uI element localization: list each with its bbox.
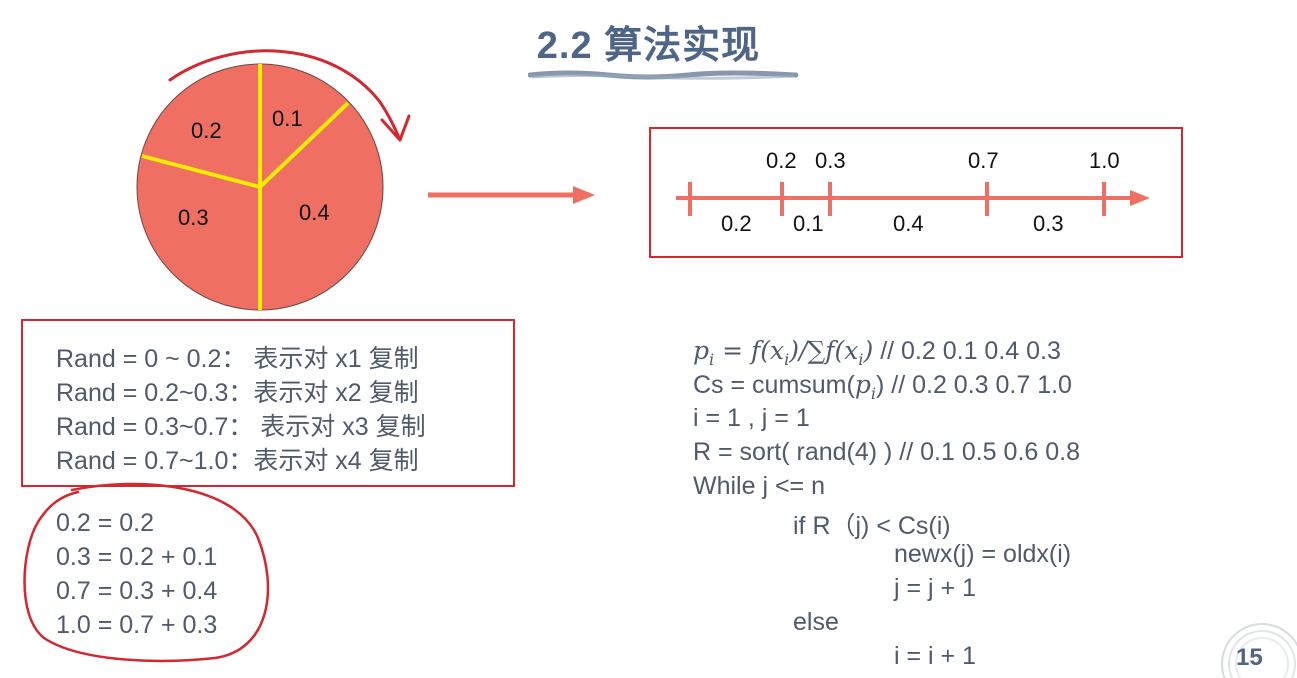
math-sub: i: [870, 384, 876, 403]
segment-label: 0.3: [1033, 211, 1064, 236]
math-sub: i: [858, 350, 864, 369]
code-line-inc-i: i = i + 1: [894, 642, 976, 670]
number-line: [676, 182, 1150, 216]
rotation-arrowhead: [380, 114, 411, 142]
rand-rule: Rand = 0 ~ 0.2： 表示对 x1 复制: [56, 345, 419, 373]
code-line-else: else: [793, 608, 839, 636]
cum-label: 0.2: [766, 148, 797, 173]
sum-row: 0.2 = 0.2: [56, 509, 154, 537]
math-div: )/∑f(x: [789, 336, 859, 365]
page-number: 15: [1236, 644, 1263, 671]
rand-rule: Rand = 0.3~0.7： 表示对 x3 复制: [56, 413, 426, 441]
pie-divider-left: [141, 154, 261, 189]
code-text: ) // 0.2 0.3 0.7 1.0: [875, 371, 1072, 399]
pie-divider-right: [258, 101, 350, 189]
code-line-rand: R = sort( rand(4) ) // 0.1 0.5 0.6 0.8: [693, 438, 1080, 466]
math-sub: i: [784, 350, 790, 369]
transform-arrow: [428, 186, 595, 204]
number-line-box: [649, 127, 1183, 258]
number-line-arrowhead: [1130, 190, 1150, 206]
segment-label: 0.1: [793, 211, 824, 236]
code-comment: // 0.2 0.1 0.4 0.3: [873, 337, 1061, 365]
sums-circle-outline: [23, 482, 270, 663]
code-line-inc-j: j = j + 1: [894, 574, 976, 602]
sum-row: 1.0 = 0.7 + 0.3: [56, 611, 218, 639]
title-underline: [528, 70, 798, 80]
math-sub: i: [709, 350, 715, 369]
pie-slice-label: 0.2: [191, 118, 222, 143]
code-line-assign: newx(j) = oldx(i): [894, 540, 1072, 568]
rotation-arrow: [168, 49, 402, 142]
code-line-cumsum: Cs = cumsum(pi) // 0.2 0.3 0.7 1.0: [693, 370, 1072, 403]
code-line-while: While j <= n: [693, 472, 826, 500]
segment-label: 0.2: [721, 211, 752, 236]
cum-label: 1.0: [1089, 148, 1120, 173]
math-p: p: [854, 370, 871, 399]
math-end: ): [863, 336, 874, 365]
pie-slice-label: 0.3: [178, 205, 209, 230]
sum-row: 0.3 = 0.2 + 0.1: [56, 543, 218, 571]
code-line-if: if R（j) < Cs(i): [793, 512, 951, 540]
code-line-init: i = 1 , j = 1: [693, 404, 810, 432]
rand-rule: Rand = 0.2~0.3：表示对 x2 复制: [56, 379, 419, 407]
rand-rules-box: [21, 319, 515, 487]
math-p: p: [693, 336, 710, 365]
code-text: Cs = cumsum(: [693, 371, 855, 399]
math-eq: = f(x: [714, 336, 785, 365]
segment-label: 0.4: [893, 211, 924, 236]
cum-label: 0.3: [815, 148, 846, 173]
sum-row: 0.7 = 0.3 + 0.4: [56, 577, 218, 605]
rand-rule: Rand = 0.7~1.0：表示对 x4 复制: [56, 447, 419, 475]
slide-title: 2.2 算法实现: [536, 25, 761, 67]
cum-label: 0.7: [968, 148, 999, 173]
code-line-prob: pi = f(xi)/∑f(xi) // 0.2 0.1 0.4 0.3: [693, 336, 1061, 369]
pie-slice-label: 0.4: [299, 200, 330, 225]
roulette-pie: [136, 49, 411, 311]
pie-slice-label: 0.1: [272, 106, 303, 131]
page-number-swirl: [1221, 623, 1297, 678]
